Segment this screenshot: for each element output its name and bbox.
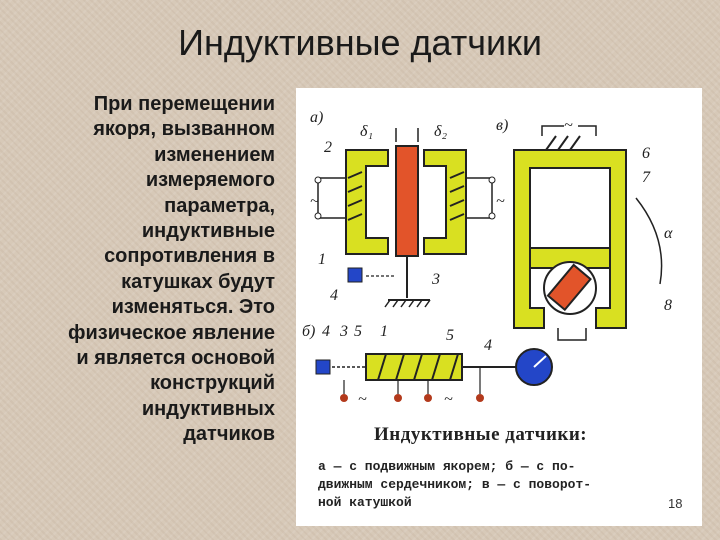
label-a: а)	[310, 109, 323, 126]
label-1: 1	[318, 251, 326, 268]
caption-line: а — с подвижным якорем; б — с по-	[318, 459, 576, 474]
magnet-b	[315, 359, 331, 375]
body-line: индуктивные	[141, 220, 275, 243]
figure-caption-text: а — с подвижным якорем; б — с по- движны…	[318, 458, 688, 512]
body-line: изменяться. Это	[111, 296, 275, 319]
label-b-1: 1	[380, 323, 388, 340]
label-6: 6	[642, 145, 650, 162]
tilde-b-right: ~	[444, 391, 453, 408]
label-v: в)	[496, 117, 508, 134]
body-line: и является основой	[76, 347, 275, 370]
body-line: сопротивления в	[104, 245, 275, 268]
label-7: 7	[642, 169, 651, 186]
body-line: измеряемого	[145, 169, 275, 192]
label-4: 4	[330, 287, 338, 304]
label-8: 8	[664, 297, 672, 314]
label-b-4b: 4	[484, 337, 492, 354]
magnet-a	[347, 267, 363, 283]
body-line: катушках будут	[121, 270, 275, 293]
sliding-core	[365, 353, 463, 381]
body-line: изменением	[154, 143, 275, 166]
tilde-top: ~	[564, 117, 573, 134]
slide-title: Индуктивные датчики	[178, 22, 542, 63]
tilde-left: ~	[310, 193, 319, 210]
body-line: конструкций	[150, 372, 275, 395]
label-b: б)	[302, 323, 315, 340]
body-line: физическое явление	[67, 321, 275, 344]
label-b-3: 3	[339, 323, 348, 340]
sensor-diagram-figure: а) δ₁ δ₂ 2 ~ ~ 1 3 4 в)	[296, 88, 702, 526]
body-line: датчиков	[183, 423, 275, 446]
armature	[395, 145, 419, 257]
tilde-b-left: ~	[358, 391, 367, 408]
page-number: 18	[668, 496, 683, 511]
figure-caption-title: Индуктивные датчики:	[374, 424, 588, 445]
slide-body-text: При перемещении якоря, вызванном изменен…	[10, 92, 275, 448]
rotary-coil	[546, 263, 592, 312]
label-delta2: δ₂	[434, 123, 447, 140]
tilde-right: ~	[496, 193, 505, 210]
label-b-5b: 5	[446, 327, 454, 344]
left-core	[345, 149, 389, 255]
caption-line: ной катушкой	[318, 495, 412, 510]
label-2: 2	[324, 139, 332, 156]
body-line: индуктивных	[141, 397, 275, 420]
label-b-4: 4	[322, 323, 330, 340]
body-line: параметра,	[164, 194, 275, 217]
label-alpha: α	[664, 225, 673, 242]
body-line: якоря, вызванном	[93, 118, 275, 141]
label-b-5: 5	[354, 323, 362, 340]
label-3: 3	[431, 271, 440, 288]
rotary-core	[513, 149, 627, 329]
body-line: При перемещении	[93, 93, 275, 115]
label-delta1: δ₁	[360, 123, 373, 140]
sensor-diagram-svg: а) δ₁ δ₂ 2 ~ ~ 1 3 4 в)	[302, 109, 673, 408]
caption-line: движным сердечником; в — с поворот-	[318, 477, 592, 492]
